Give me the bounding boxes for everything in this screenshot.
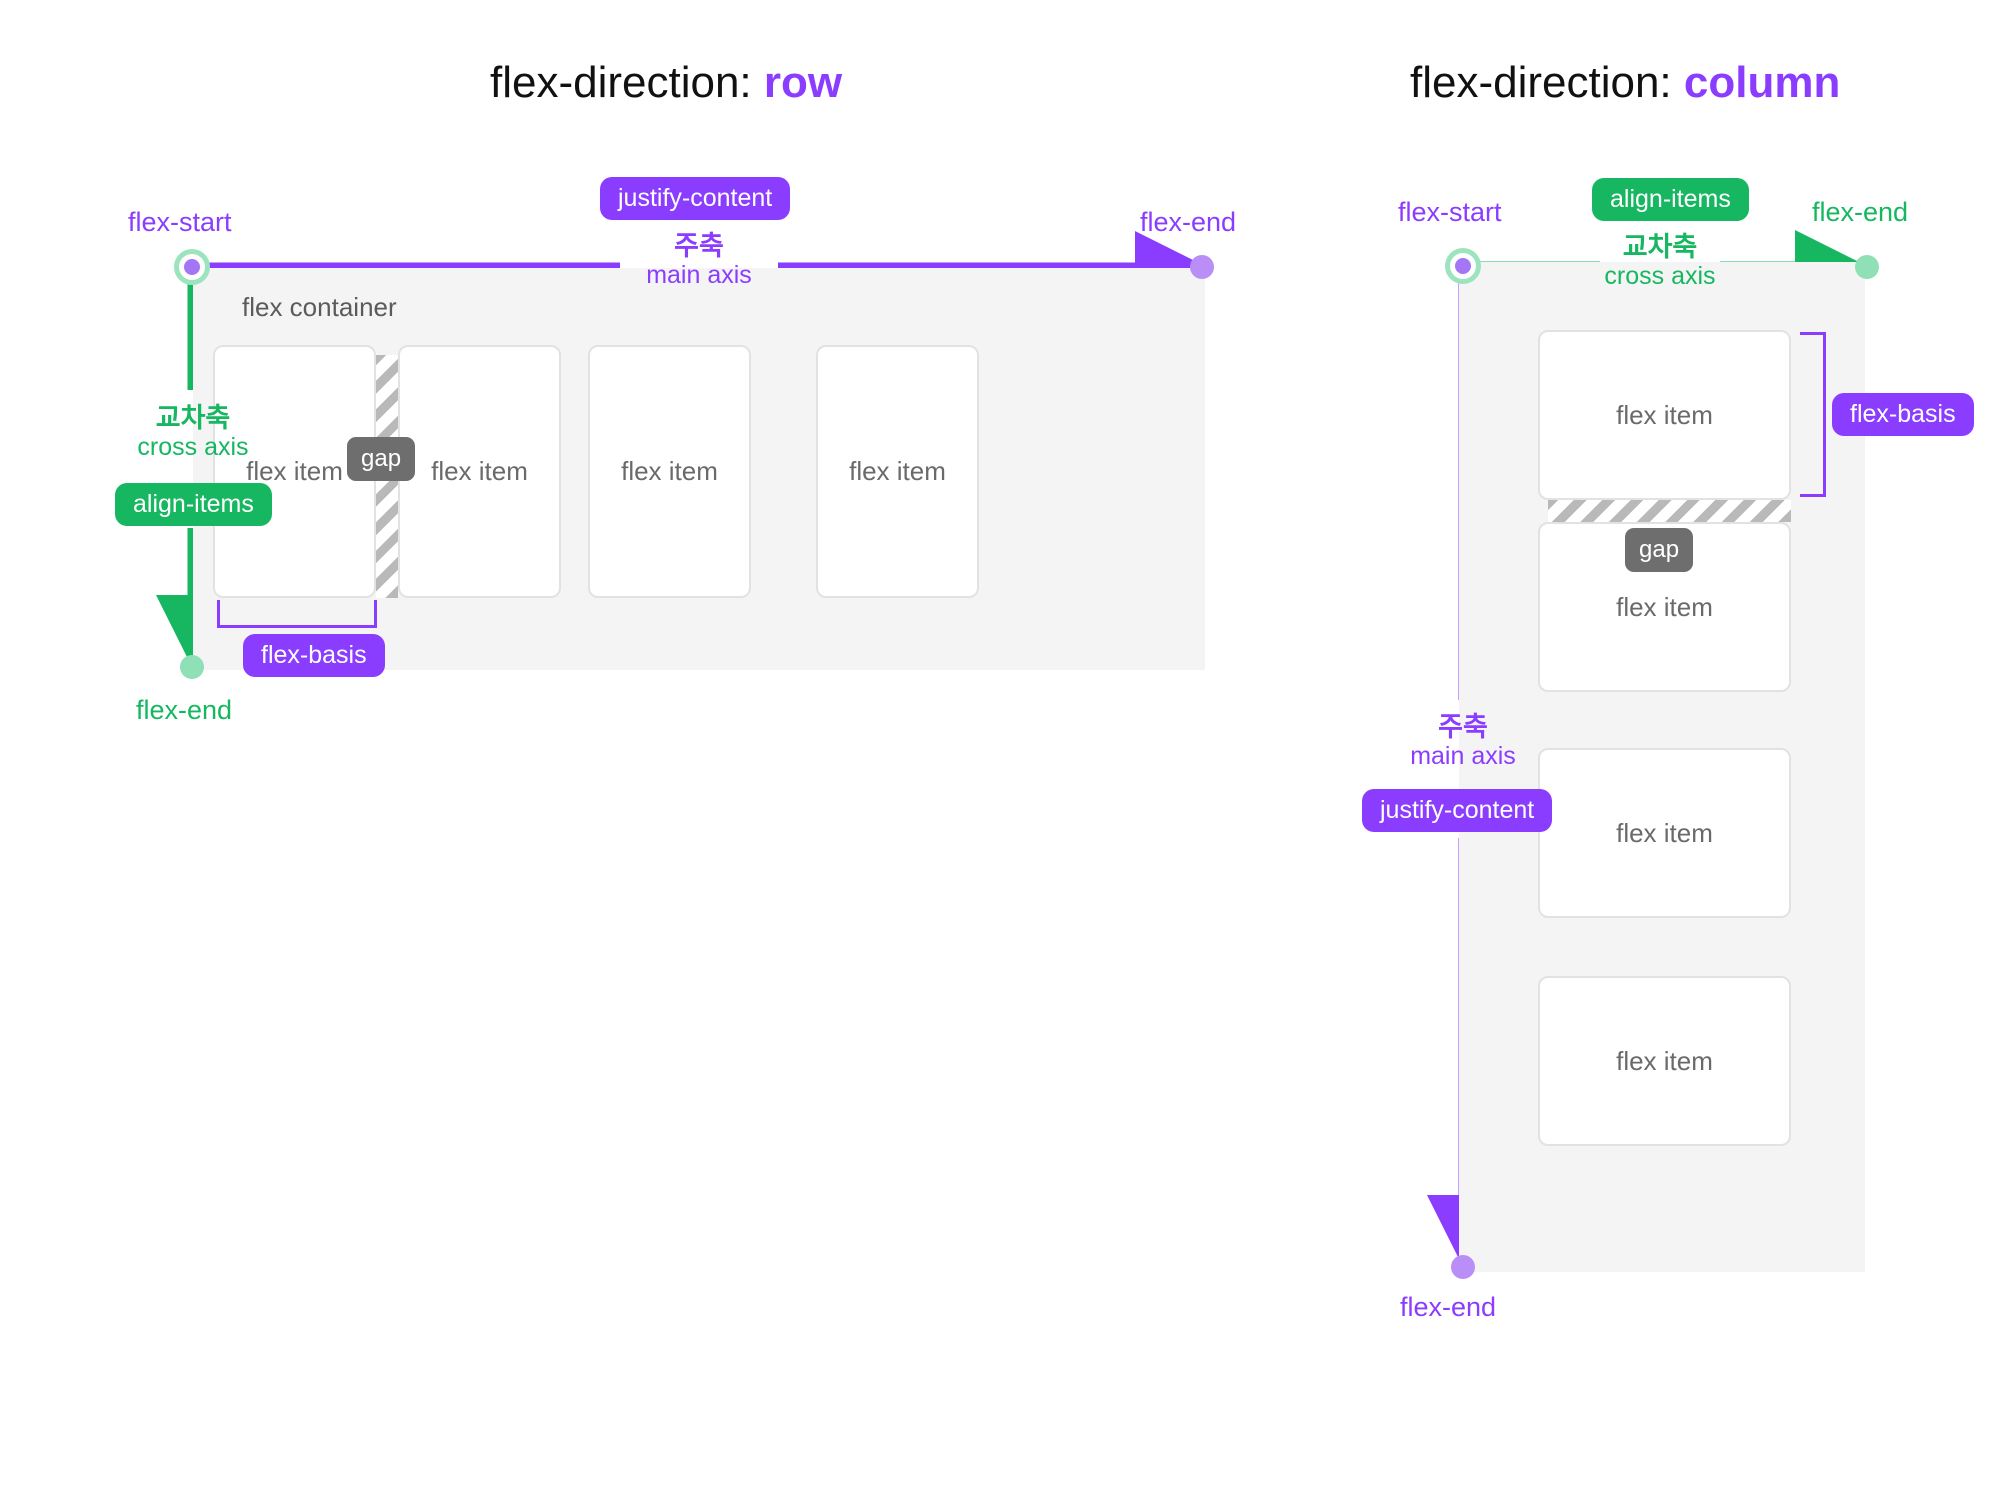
row-align-items-badge: align-items (115, 483, 272, 526)
title-keyword-column: column (1683, 58, 1841, 107)
column-main-flex-start-label: flex-start (1398, 197, 1502, 227)
column-flex-basis-bracket (1800, 332, 1826, 497)
row-flex-item-4: flex item (816, 345, 979, 598)
column-cross-axis-label: 교차축 cross axis (1600, 232, 1720, 290)
row-flex-basis-badge: flex-basis (243, 634, 385, 677)
row-flex-start-node (174, 249, 210, 285)
column-cross-axis-label-ko: 교차축 (1622, 232, 1698, 262)
row-main-axis-label-ko: 주축 (674, 231, 724, 261)
row-cross-axis-label-en: cross axis (137, 433, 249, 462)
row-flex-basis-bracket (217, 600, 377, 628)
column-flex-item-2-label: flex item (1616, 591, 1713, 622)
column-flex-start-node-core (1455, 258, 1471, 274)
row-justify-content-badge: justify-content (600, 177, 791, 220)
row-flex-item-3-label: flex item (621, 456, 718, 486)
page-title-column: flex-direction: column (1410, 58, 1840, 108)
column-main-axis-label-en: main axis (1410, 742, 1516, 771)
column-cross-flex-end-label: flex-end (1812, 197, 1909, 227)
row-cross-flex-end-dot (180, 655, 204, 679)
column-gap-band (1548, 500, 1791, 522)
column-flex-start-node (1445, 248, 1481, 284)
row-cross-axis-label: 교차축 cross axis (113, 403, 273, 461)
column-flex-item-3-label: flex item (1616, 817, 1713, 848)
row-cross-flex-end-label: flex-end (136, 695, 233, 725)
row-flex-container-caption: flex container (242, 292, 397, 322)
row-flex-item-2: flex item (398, 345, 561, 598)
row-flex-item-3: flex item (588, 345, 751, 598)
row-cross-axis-label-ko: 교차축 (155, 403, 231, 433)
column-main-axis-label: 주축 main axis (1383, 712, 1543, 770)
column-flex-item-3: flex item (1538, 748, 1791, 918)
column-main-flex-end-dot (1451, 1255, 1475, 1279)
row-gap-badge: gap (347, 437, 416, 481)
column-gap-badge: gap (1625, 528, 1694, 572)
row-flex-item-4-label: flex item (849, 456, 946, 486)
row-main-flex-end-label: flex-end (1140, 207, 1237, 237)
column-main-flex-end-label: flex-end (1400, 1292, 1497, 1322)
row-flex-item-2-label: flex item (431, 456, 528, 486)
column-flex-item-1-label: flex item (1616, 399, 1713, 430)
row-main-flex-end-dot (1190, 255, 1214, 279)
row-main-axis-label: 주축 main axis (620, 231, 778, 289)
row-flex-start-node-core (184, 259, 200, 275)
page-title-row: flex-direction: row (490, 58, 842, 108)
column-flex-basis-badge: flex-basis (1832, 393, 1974, 436)
title-prefix-column: flex-direction: (1410, 58, 1684, 107)
column-flex-item-1: flex item (1538, 330, 1791, 500)
row-main-axis-label-en: main axis (646, 261, 752, 290)
column-flex-item-4-label: flex item (1616, 1045, 1713, 1076)
column-main-axis-label-ko: 주축 (1438, 712, 1488, 742)
row-flex-item-1-label: flex item (246, 456, 343, 486)
row-main-flex-start-label: flex-start (128, 207, 232, 237)
column-justify-content-badge: justify-content (1362, 789, 1553, 832)
title-keyword-row: row (763, 58, 843, 107)
column-align-items-badge: align-items (1592, 178, 1749, 221)
column-cross-flex-end-dot (1855, 255, 1879, 279)
title-prefix-row: flex-direction: (490, 58, 764, 107)
column-flex-item-4: flex item (1538, 976, 1791, 1146)
column-cross-axis-label-en: cross axis (1604, 262, 1716, 291)
